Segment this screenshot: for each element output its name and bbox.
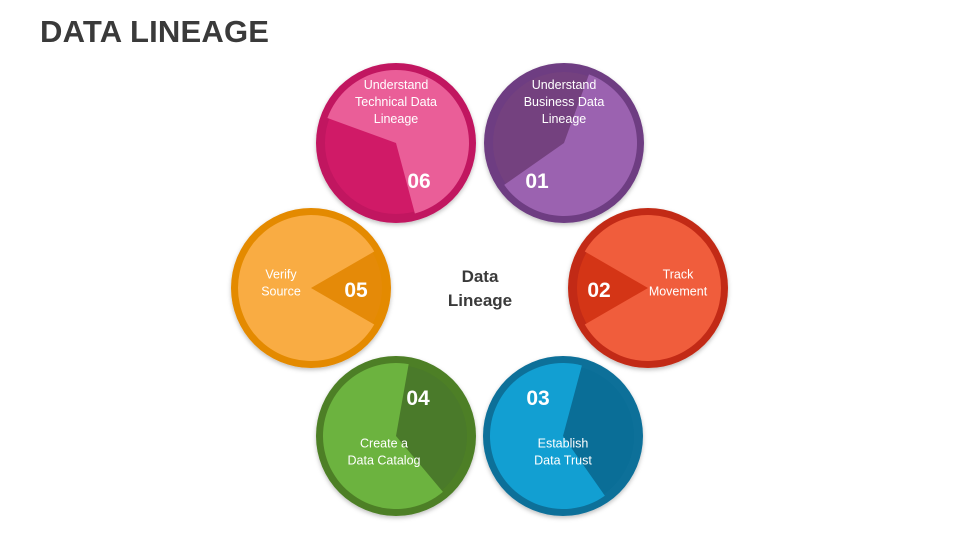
segment-06-label-line-3: Lineage — [374, 112, 419, 126]
segment-03-label-line-1: Establish — [538, 437, 589, 451]
segment-03-label-line-2: Data Trust — [534, 454, 592, 468]
segment-wedge-01 — [504, 74, 637, 216]
segment-02-label-line-1: Track — [663, 268, 695, 282]
segment-06-label-line-1: Understand — [364, 78, 429, 92]
center-title-line1: Data — [462, 267, 499, 286]
segment-05-number: 05 — [344, 279, 368, 302]
segment-06-label-line-2: Technical Data — [355, 95, 437, 109]
segment-05-label-line-2: Source — [261, 285, 301, 299]
segment-01-label-line-1: Understand — [532, 78, 597, 92]
segment-04: Create a Data Catalog 04 — [316, 356, 476, 516]
segment-wedge-03 — [490, 363, 605, 509]
segment-05-label-line-1: Verify — [265, 268, 297, 282]
segment-wedge-04 — [323, 362, 443, 509]
segment-01-label-line-2: Business Data — [524, 95, 605, 109]
center-title-line2: Lineage — [448, 291, 512, 310]
segment-01-label-line-3: Lineage — [542, 112, 587, 126]
segment-02-number: 02 — [587, 279, 610, 302]
segment-04-label-line-1: Create a — [360, 437, 408, 451]
segment-04-label-line-2: Data Catalog — [348, 454, 421, 468]
segment-wedge-02 — [584, 214, 722, 361]
segment-wedge-05 — [238, 214, 375, 361]
segment-01-number: 01 — [525, 170, 549, 193]
segment-03-number: 03 — [526, 387, 549, 410]
segment-06-number: 06 — [407, 170, 430, 193]
page-title: DATA LINEAGE — [40, 14, 270, 49]
segment-wedge-06 — [327, 70, 470, 214]
segment-04-number: 04 — [406, 387, 430, 410]
segment-02-label-line-2: Movement — [649, 285, 708, 299]
